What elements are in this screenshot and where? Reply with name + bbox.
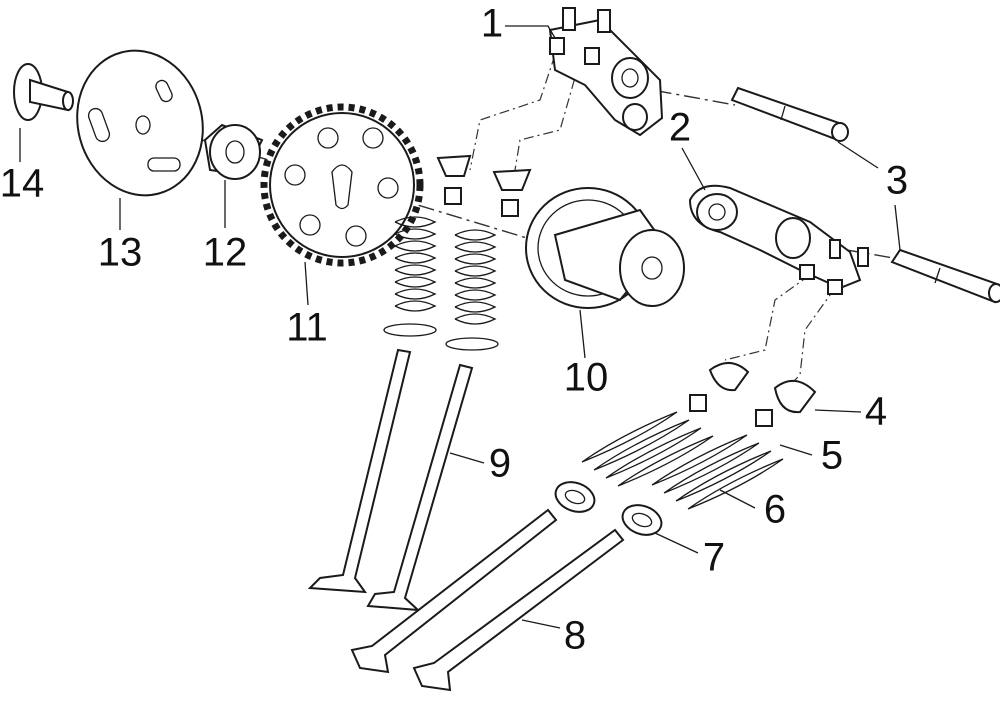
label-part-5: 5 [821, 434, 843, 478]
part-6-valve-springs [581, 411, 784, 510]
upper-valve-retainers [436, 154, 532, 217]
part-14-bolt [13, 63, 74, 121]
part-labels: 1 2 3 4 5 6 7 8 9 10 11 12 13 14 [0, 2, 908, 658]
part-3-rocker-shaft-lower [890, 248, 1000, 304]
part-10-camshaft [525, 187, 685, 309]
label-part-2: 2 [669, 106, 691, 150]
label-part-10: 10 [564, 356, 609, 400]
part-1-rocker-arm [548, 7, 664, 137]
part-2-rocker-arm [688, 184, 869, 295]
part-7-spring-seats [554, 481, 663, 536]
label-part-1: 1 [481, 2, 503, 46]
part-13-plate [76, 49, 204, 197]
upper-valve-springs [383, 216, 499, 351]
part-9-valves [307, 348, 474, 612]
label-part-11: 11 [286, 306, 328, 350]
leader-lines [19, 25, 901, 629]
label-part-4: 4 [865, 390, 887, 434]
part-8-valves [350, 508, 625, 692]
part-3-rocker-shaft-upper [730, 86, 849, 142]
label-part-13: 13 [98, 231, 143, 275]
label-part-3: 3 [886, 159, 908, 203]
part-12-bushing [203, 123, 264, 180]
label-part-6: 6 [764, 488, 786, 532]
part-11-sprocket [260, 103, 424, 267]
label-part-9: 9 [489, 442, 511, 486]
label-part-14: 14 [0, 162, 44, 206]
label-part-8: 8 [564, 614, 586, 658]
lower-valve-retainers [689, 362, 817, 427]
label-part-7: 7 [703, 536, 725, 580]
label-part-12: 12 [203, 231, 248, 275]
